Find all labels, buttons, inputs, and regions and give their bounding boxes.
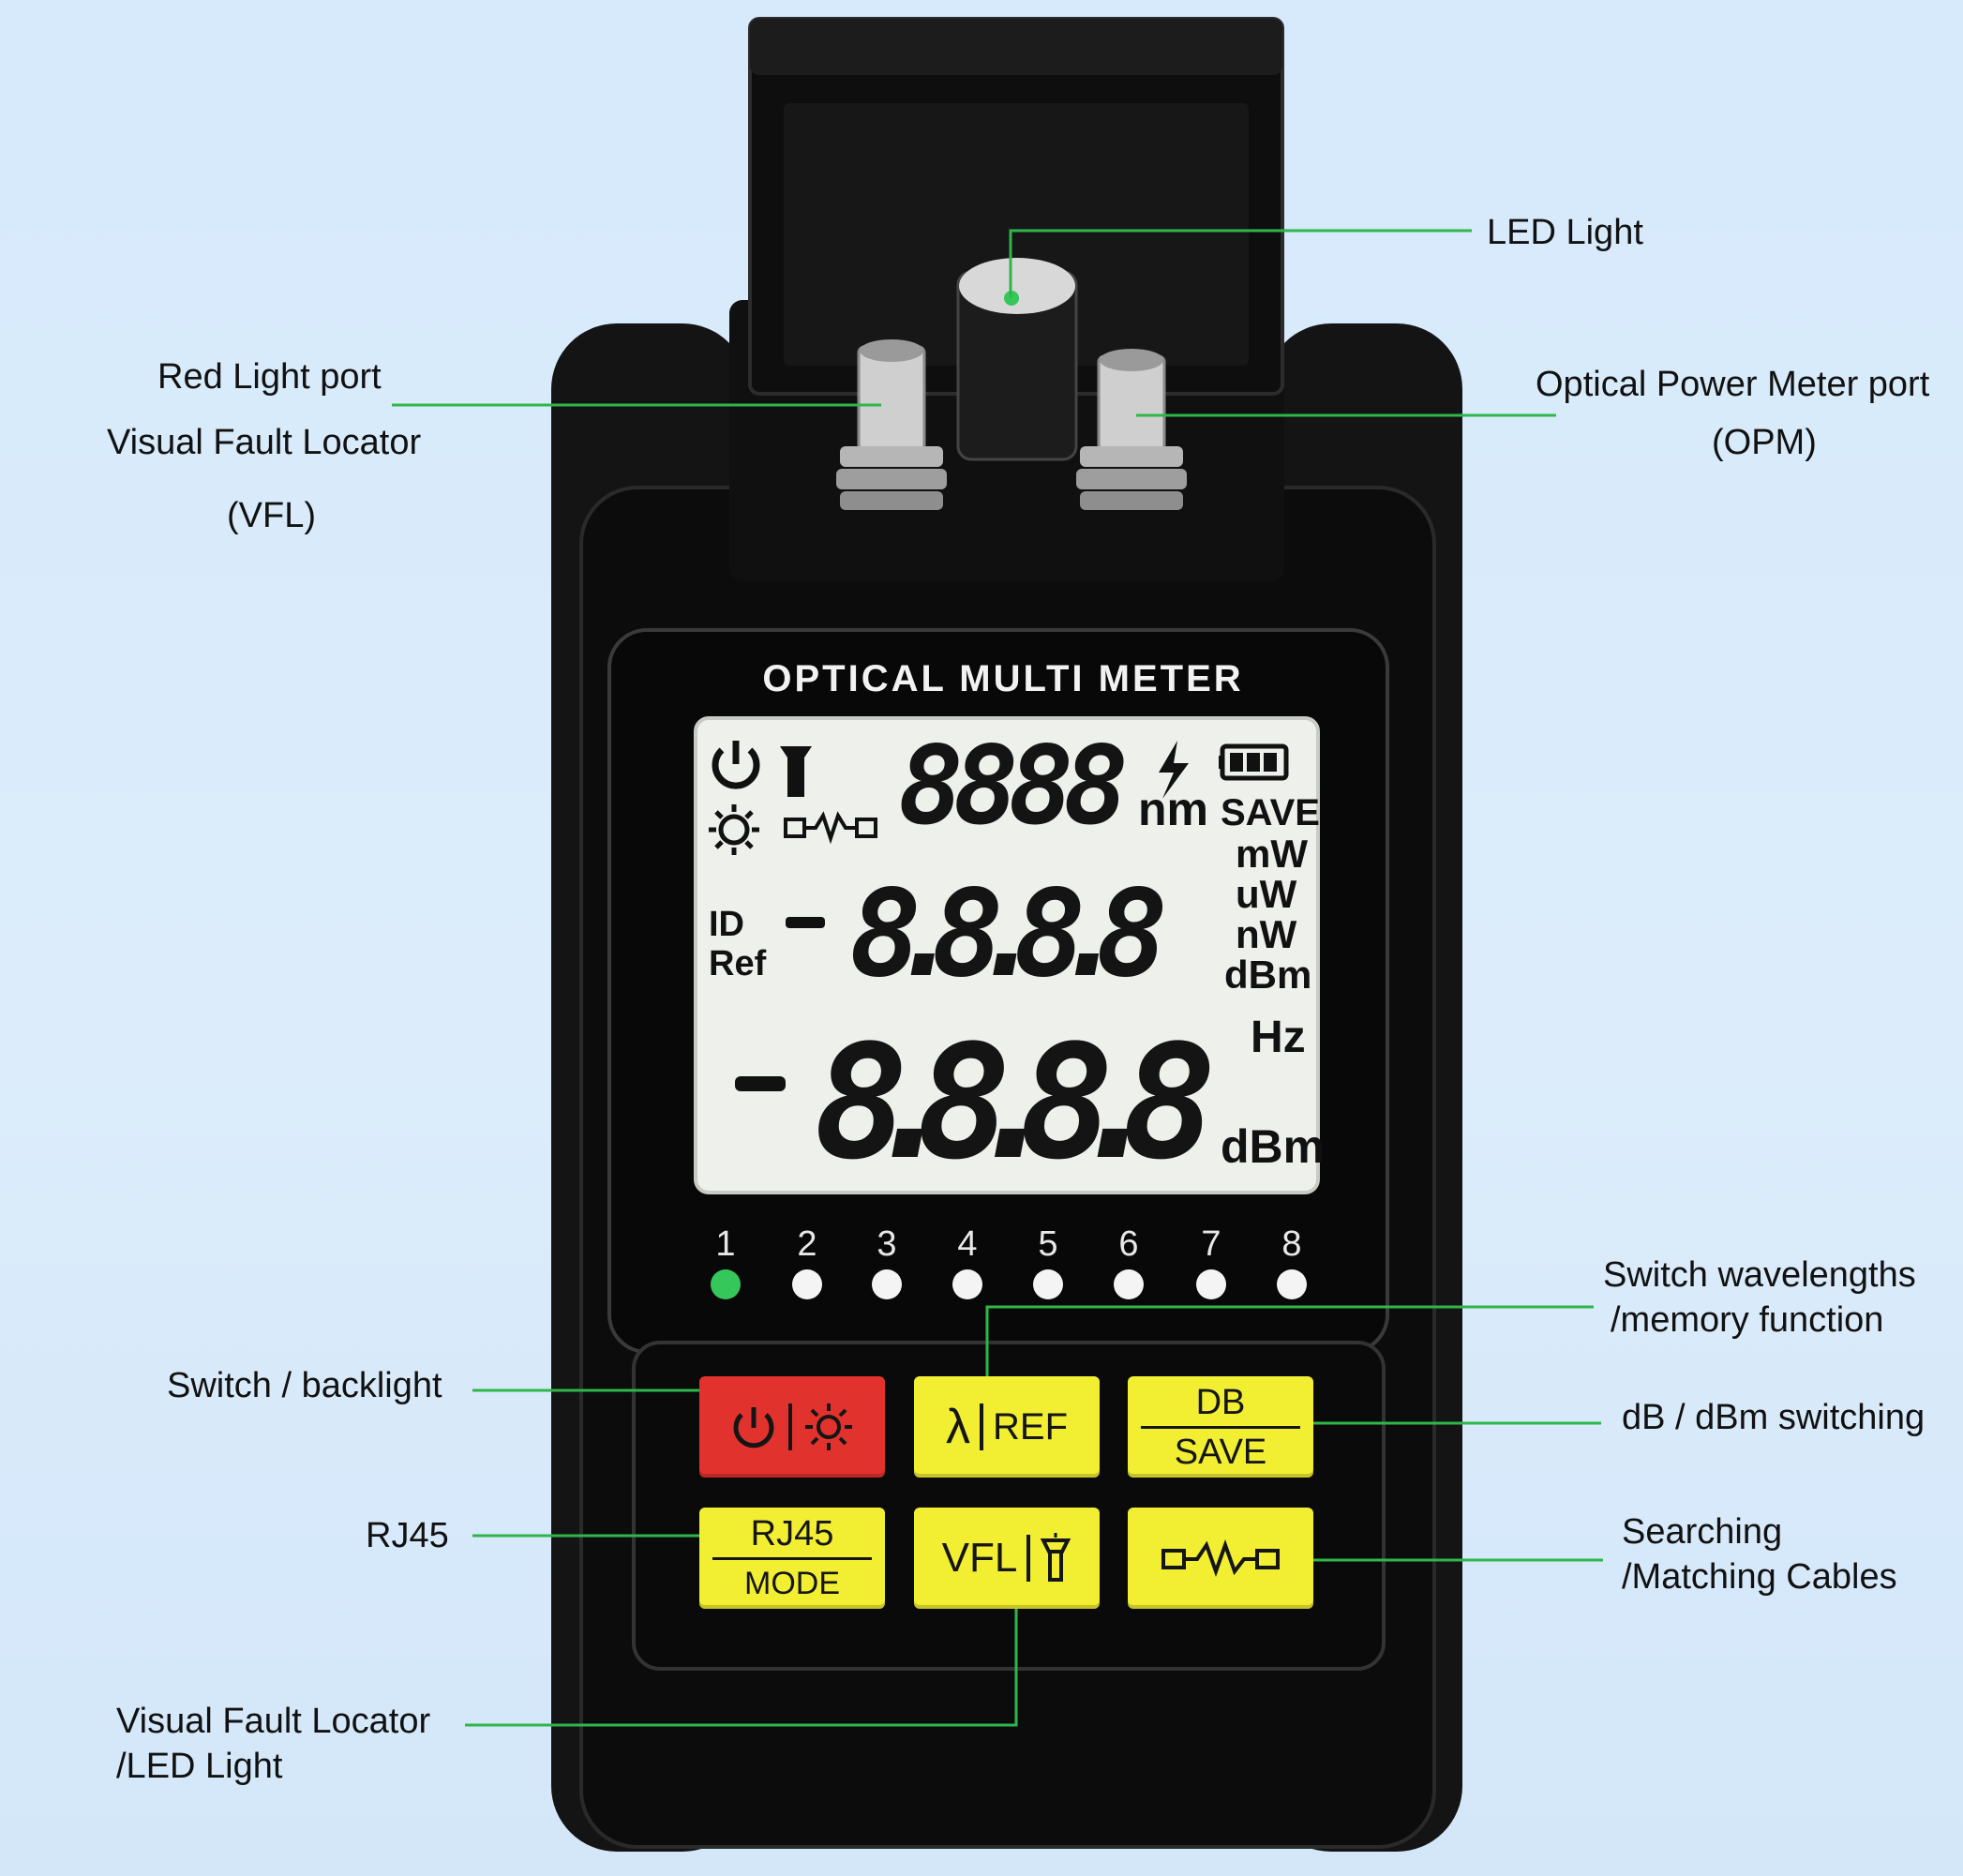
lcd-mid-digits: 8.8.8.8 — [849, 864, 1168, 1004]
power-backlight-button[interactable] — [699, 1376, 885, 1478]
led-number-6: 6 — [1118, 1224, 1139, 1264]
backlight-sun-icon — [709, 804, 759, 855]
lcd-save-label: SAVE — [1221, 792, 1320, 833]
callout-vfl-line2: (VFL) — [227, 496, 316, 535]
lead-led-light — [1009, 229, 1472, 298]
callout-red-light-port: Red Light port — [157, 357, 382, 397]
power-icon — [712, 741, 760, 789]
led-bulb-4 — [952, 1269, 982, 1299]
db-save-button[interactable]: DB SAVE — [1128, 1376, 1313, 1478]
power-icon — [733, 1407, 774, 1448]
backlight-sun-icon — [805, 1403, 852, 1450]
button-rule — [1141, 1425, 1300, 1429]
divider-bar — [980, 1403, 983, 1450]
lcd-unit-nw: nW — [1236, 912, 1297, 956]
divider-bar — [788, 1403, 792, 1450]
cable-search-button[interactable] — [1128, 1508, 1313, 1609]
led-number-7: 7 — [1201, 1224, 1221, 1264]
dust-cover-top-lip — [750, 19, 1282, 75]
device-title: OPTICAL MULTI METER — [762, 658, 1244, 699]
dust-cover-inner — [784, 103, 1249, 366]
led-bulb-6 — [1114, 1269, 1144, 1299]
vfl-button[interactable]: VFL — [914, 1508, 1100, 1609]
rj45-mode-button[interactable]: RJ45 MODE — [699, 1508, 885, 1609]
charging-icon — [1159, 741, 1189, 799]
mode-label: MODE — [744, 1565, 840, 1601]
callout-led-light: LED Light — [1487, 213, 1643, 252]
vfl-port — [836, 339, 947, 510]
lcd-big-digits: 8.8.8.8 — [814, 1011, 1217, 1194]
callout-opm-line2: (OPM) — [1712, 423, 1817, 462]
lcd-hz-label: Hz — [1251, 1013, 1306, 1062]
callout-opm-line1: Optical Power Meter port — [1536, 365, 1930, 404]
callout-leader-lines — [392, 229, 1603, 1727]
callout-switch-backlight: Switch / backlight — [167, 1366, 442, 1405]
lcd-big-minus — [735, 1076, 786, 1091]
led-bulb-5 — [1033, 1269, 1063, 1299]
opm-port — [1076, 349, 1187, 510]
lcd-content: 8888 nm SAVE mW uW nW dBm ID Ref 8.8.8.8… — [709, 723, 1325, 1194]
callout-switch-wavelengths-2: /memory function — [1611, 1300, 1884, 1340]
lcd-unit-mw: mW — [1236, 832, 1308, 876]
led-number-5: 5 — [1038, 1224, 1058, 1264]
led-number-1: 1 — [715, 1224, 736, 1264]
callout-vfl-line1: Visual Fault Locator — [107, 423, 422, 462]
lcd-mid-minus — [786, 917, 825, 928]
lcd-ref-label: Ref — [709, 944, 767, 983]
callout-db-switching: dB / dBm switching — [1622, 1398, 1926, 1437]
rj45-label: RJ45 — [750, 1513, 834, 1553]
callout-switch-wavelengths-1: Switch wavelengths — [1603, 1255, 1916, 1295]
led-number-4: 4 — [957, 1224, 978, 1264]
cable-tracer-icon — [1161, 1539, 1280, 1577]
lead-vfl-led — [465, 1586, 1018, 1727]
lcd-wavelength-digits: 8888 — [898, 723, 1129, 849]
lcd-unit-uw: uW — [1236, 872, 1297, 916]
led-bulb-3 — [872, 1269, 902, 1299]
lambda-symbol: λ — [946, 1400, 970, 1454]
led-number-8: 8 — [1281, 1224, 1302, 1264]
lcd-unit-dbm: dBm — [1224, 953, 1311, 997]
save-label: SAVE — [1174, 1432, 1267, 1472]
callout-searching-2: /Matching Cables — [1622, 1557, 1897, 1597]
lead-switch-wavelengths — [985, 1305, 1594, 1380]
callout-vfl-led-1: Visual Fault Locator — [116, 1702, 431, 1741]
db-label: DB — [1195, 1382, 1246, 1422]
flashlight-icon — [780, 746, 812, 797]
lcd-screen — [694, 716, 1320, 1194]
cable-tracer-icon — [784, 811, 877, 845]
callout-vfl-led-2: /LED Light — [116, 1747, 283, 1786]
battery-icon — [1219, 743, 1289, 781]
led-number-3: 3 — [877, 1224, 897, 1264]
lcd-id-label: ID — [709, 905, 744, 944]
led-bulb-2 — [792, 1269, 822, 1299]
led-light-lens — [959, 258, 1075, 314]
flashlight-icon — [1041, 1533, 1071, 1582]
lcd-wavelength-unit: nm — [1138, 783, 1208, 835]
callout-rj45: RJ45 — [366, 1516, 449, 1555]
button-rule — [712, 1556, 872, 1560]
led-bulb-7 — [1196, 1269, 1226, 1299]
divider-bar — [1026, 1535, 1031, 1582]
vfl-label: VFL — [941, 1535, 1018, 1581]
lcd-big-unit: dBm — [1221, 1120, 1325, 1173]
led-number-2: 2 — [797, 1224, 817, 1264]
ref-label: REF — [993, 1405, 1068, 1448]
led-bulb-8 — [1277, 1269, 1307, 1299]
callout-searching-1: Searching — [1622, 1512, 1783, 1552]
wavelength-ref-button[interactable]: λ REF — [914, 1376, 1100, 1478]
led-bulb-1 — [711, 1269, 741, 1299]
